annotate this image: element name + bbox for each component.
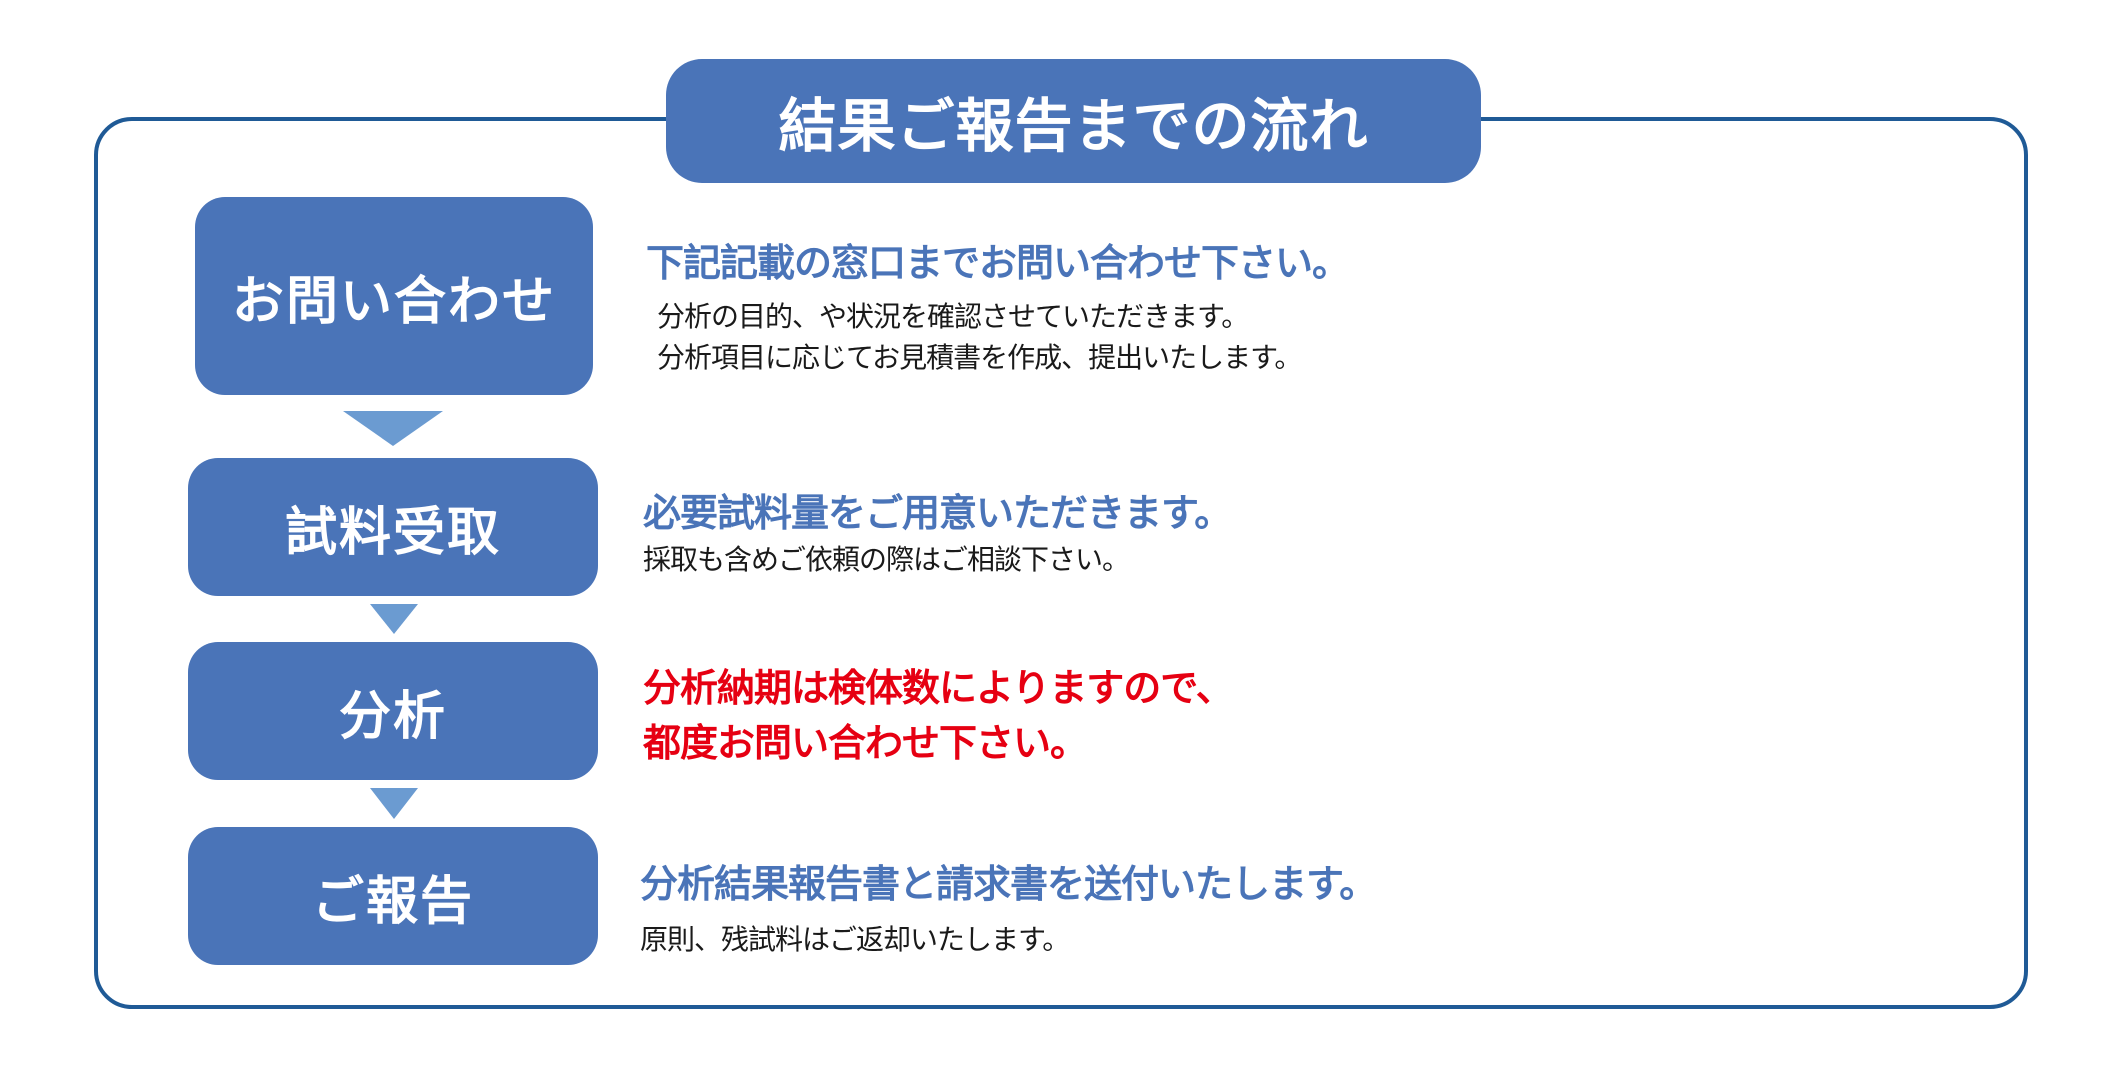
down-arrow-icon	[343, 411, 443, 446]
step-label: 分析	[338, 686, 447, 747]
step-sample-box: 試料受取	[188, 458, 598, 596]
step-report-heading: 分析結果報告書と請求書を送付いたします。	[640, 862, 1377, 906]
step-analysis-box: 分析	[188, 642, 598, 780]
step-sample-line-1: 採取も含めご依頼の際はご相談下さい。	[643, 543, 1130, 576]
down-arrow-icon	[370, 788, 418, 819]
down-arrow-icon	[370, 604, 418, 634]
flow-title: 結果ご報告までの流れ	[666, 59, 1481, 183]
step-sample-heading: 必要試料量をご用意いただきます。	[643, 491, 1232, 535]
step-inquiry-box: お問い合わせ	[195, 197, 593, 395]
step-analysis-warning-line-2: 都度お問い合わせ下さい。	[643, 721, 1088, 765]
step-inquiry-heading: 下記記載の窓口までお問い合わせ下さい。	[646, 241, 1350, 285]
step-label: ご報告	[311, 871, 474, 932]
step-label: お問い合わせ	[231, 271, 556, 332]
step-analysis-warning-line-1: 分析納期は検体数によりますので、	[643, 666, 1234, 710]
step-report-line-1: 原則、残試料はご返却いたします。	[640, 923, 1070, 956]
step-label: 試料受取	[284, 502, 501, 563]
step-report-box: ご報告	[188, 827, 598, 965]
step-inquiry-line-1: 分析の目的、や状況を確認させていただきます。	[657, 300, 1249, 333]
flow-title-text: 結果ご報告までの流れ	[778, 92, 1369, 160]
step-inquiry-line-2: 分析項目に応じてお見積書を作成、提出いたします。	[657, 341, 1302, 374]
